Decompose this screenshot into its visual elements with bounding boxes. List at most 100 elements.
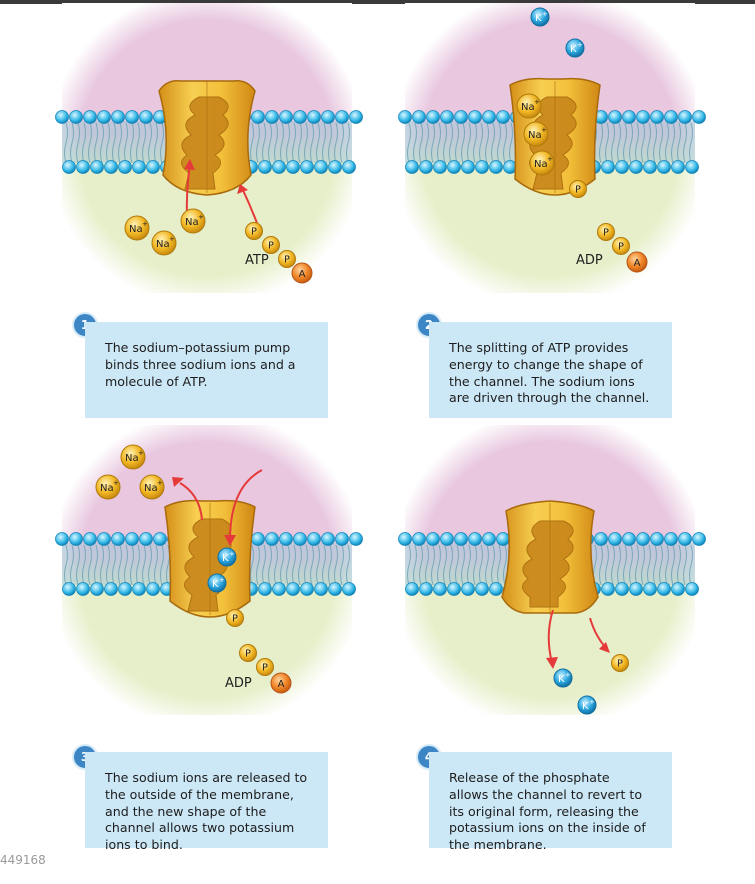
svg-text:P: P [603, 228, 609, 239]
arrow-head [546, 657, 558, 669]
phospholipid-head [146, 582, 160, 596]
svg-text:+: + [229, 550, 235, 558]
phospholipid-head [153, 532, 167, 546]
phospholipid-head [615, 582, 629, 596]
adenosine: A [270, 672, 292, 694]
phospholipid-head [447, 582, 461, 596]
phospholipid-head [293, 110, 307, 124]
diagram-step-4: K+ K+ P [398, 425, 706, 715]
phosphate: P [278, 250, 296, 268]
phospholipid-head [419, 582, 433, 596]
phospholipid-head [664, 110, 678, 124]
caption-step-4: Release of the phosphate allows the chan… [429, 752, 672, 852]
svg-text:+: + [157, 479, 163, 487]
phospholipid-head [272, 160, 286, 174]
phospholipid-head [412, 110, 426, 124]
phospholipid-head [678, 532, 692, 546]
phospholipid-head [671, 582, 685, 596]
phospholipid-head [55, 532, 69, 546]
phospholipid-head [643, 160, 657, 174]
sodium-ion: Na+ [516, 93, 542, 119]
phospholipid-head [629, 160, 643, 174]
phospholipid-head [111, 532, 125, 546]
phospholipid-head [139, 532, 153, 546]
panel-step-4: K+ K+ P [398, 425, 706, 715]
phospholipid-head [636, 532, 650, 546]
phospholipid-head [111, 110, 125, 124]
svg-text:P: P [575, 185, 581, 196]
phospholipid-head [398, 110, 412, 124]
phospholipid-head [321, 532, 335, 546]
sodium-ion: Na+ [124, 215, 150, 241]
atp-label: ATP [245, 253, 269, 268]
phosphate: P [611, 654, 629, 672]
phospholipid-head [335, 532, 349, 546]
phosphate: P [597, 223, 615, 241]
phospholipid-head [405, 160, 419, 174]
svg-text:+: + [198, 213, 204, 221]
arrow-head [184, 159, 195, 170]
arrow-head [172, 477, 184, 487]
phospholipid-head [132, 582, 146, 596]
svg-text:K: K [222, 553, 229, 564]
phospholipid-head [692, 110, 706, 124]
phospholipid-head [671, 160, 685, 174]
svg-text:P: P [251, 227, 257, 238]
phospholipid-head [657, 582, 671, 596]
svg-text:Na: Na [125, 453, 139, 464]
phospholipid-head [636, 110, 650, 124]
phospholipid-head [90, 160, 104, 174]
phospholipid-head [685, 160, 699, 174]
phospholipid-head [433, 582, 447, 596]
phospholipid-head [685, 582, 699, 596]
phospholipid-head [342, 160, 356, 174]
panel-step-3: Na+ Na+ Na+ K+ K+ P P P A ADP [55, 425, 363, 715]
svg-text:Na: Na [528, 130, 542, 141]
sodium-ion: Na+ [139, 474, 165, 500]
phospholipid-head [104, 582, 118, 596]
potassium-ion: K+ [565, 38, 585, 58]
svg-text:+: + [169, 235, 175, 243]
phospholipid-head [461, 582, 475, 596]
phospholipid-head [489, 582, 503, 596]
phospholipid-head [482, 110, 496, 124]
phospholipid-head [125, 532, 139, 546]
phospholipid-head [76, 582, 90, 596]
svg-text:Na: Na [156, 239, 170, 250]
phospholipid-head [629, 582, 643, 596]
phospholipid-head [468, 532, 482, 546]
phospholipid-head [419, 160, 433, 174]
phospholipid-head [447, 160, 461, 174]
svg-text:Na: Na [521, 102, 535, 113]
phospholipid-head [97, 110, 111, 124]
adp-label: ADP [576, 253, 603, 268]
svg-text:P: P [618, 242, 624, 253]
potassium-ion: K+ [530, 7, 550, 27]
arrow-head [224, 535, 236, 546]
phospholipid-head [286, 582, 300, 596]
svg-text:K: K [535, 13, 542, 24]
sodium-ion: Na+ [95, 474, 121, 500]
phospholipid-head [69, 532, 83, 546]
phospholipid-head [307, 532, 321, 546]
phospholipid-head [104, 160, 118, 174]
phospholipid-head [398, 532, 412, 546]
phospholipid-head [615, 160, 629, 174]
phospholipid-head [62, 160, 76, 174]
phospholipid-head [489, 160, 503, 174]
phospholipid-head [300, 160, 314, 174]
phospholipid-head [643, 582, 657, 596]
svg-text:P: P [284, 255, 290, 266]
phospholipid-head [83, 532, 97, 546]
panel-step-1: Na+ Na+ Na+ P P P A ATP [55, 3, 363, 293]
svg-text:+: + [589, 698, 595, 706]
phosphate: P [262, 236, 280, 254]
panel-step-2: K+ K+ Na+ Na+ Na+ P P P A ADP [398, 3, 706, 293]
phospholipid-head [601, 582, 615, 596]
svg-text:P: P [232, 614, 238, 625]
svg-text:+: + [565, 671, 571, 679]
phospholipid-head [349, 532, 363, 546]
phospholipid-head [601, 160, 615, 174]
svg-text:A: A [299, 269, 306, 280]
svg-text:+: + [542, 10, 548, 18]
